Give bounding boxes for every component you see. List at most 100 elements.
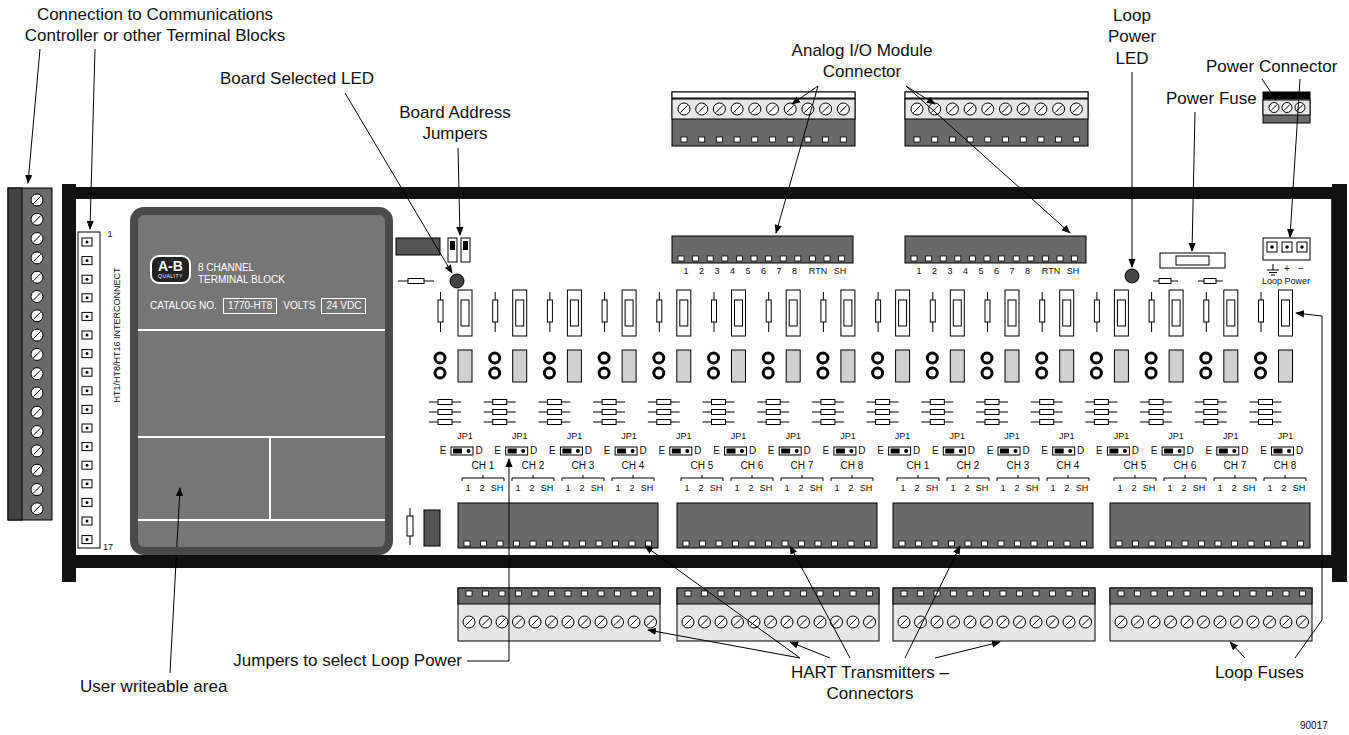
resistor-symbol [712, 300, 717, 322]
screw-slot [698, 105, 705, 112]
terminal-screw [837, 103, 849, 115]
channel-label: CH 7 [1224, 460, 1247, 472]
socket-pin [916, 541, 922, 546]
fuse-element [680, 300, 688, 326]
test-ring [873, 353, 883, 363]
fuse-element [789, 300, 797, 326]
jumper-pin [521, 449, 525, 453]
socket-pin [678, 256, 684, 261]
jumper-shunt [945, 449, 954, 454]
terminal-screw [982, 103, 994, 115]
hart-socket [458, 503, 658, 548]
analog-pin-label: 1 [683, 266, 688, 277]
screw-slot [1150, 618, 1157, 625]
terminal-pin-label: SH [926, 483, 939, 494]
interconnect-pin [82, 312, 92, 320]
socket-pin [629, 541, 635, 546]
hart-plug [893, 588, 1095, 641]
screw-slot [701, 618, 708, 625]
test-ring [763, 353, 773, 363]
resistor-symbol [1040, 410, 1054, 415]
terminal-screw [496, 616, 508, 628]
resistor-symbol [1204, 400, 1218, 405]
plug-pin [784, 591, 790, 596]
jumper-pin [740, 449, 744, 453]
plug-pin [867, 591, 873, 596]
plug-pin [1151, 591, 1157, 596]
screw-slot [33, 332, 40, 339]
pin-contact [86, 445, 89, 448]
pin-contact [86, 482, 89, 485]
test-ring [873, 368, 883, 378]
power-parts [1273, 264, 1274, 270]
analog-pin-label: 7 [776, 266, 781, 277]
jumper-position-label: D [913, 445, 920, 457]
loop-fuse [1169, 290, 1183, 336]
terminal-screw [946, 103, 958, 115]
socket-pin [481, 541, 487, 546]
pin-contact [86, 427, 89, 430]
screw-slot [1002, 105, 1009, 112]
screw-slot [33, 486, 40, 493]
callout-label: Board Address Jumpers [390, 102, 520, 145]
terminal-screw [713, 103, 725, 115]
jumper-shunt [1274, 449, 1283, 454]
leader-lines [467, 459, 509, 661]
resistor-symbol [1204, 420, 1218, 425]
channel-bracket [997, 475, 1039, 481]
screw-slot [33, 293, 40, 300]
test-ring [435, 368, 445, 378]
screw-slot [984, 105, 991, 112]
interconnect-pin [82, 331, 92, 339]
leader-lines [648, 630, 800, 658]
power-parts [1159, 279, 1171, 284]
terminal-screw [612, 616, 624, 628]
terminal-screw [784, 103, 796, 115]
screw-slot [949, 105, 956, 112]
terminal-screw [696, 103, 708, 115]
node-subtext: QUALITY [158, 274, 183, 280]
screw-slot [33, 254, 40, 261]
socket-pin [497, 541, 503, 546]
board-address-parts [461, 238, 470, 262]
screw-slot [716, 105, 723, 112]
socket-pin [1298, 541, 1304, 546]
plug-pin [1050, 591, 1056, 596]
resistor-symbol [1259, 300, 1264, 322]
resistor-symbol [493, 300, 498, 322]
loop-fuse [950, 290, 964, 336]
analog-pin-label: 4 [730, 266, 735, 277]
leader-lines [935, 642, 1000, 658]
plug-pin [932, 137, 938, 142]
resistor-symbol [657, 410, 671, 415]
plug-pin [1201, 591, 1207, 596]
jumper-shunt [836, 449, 845, 454]
fuse-element [461, 300, 469, 326]
channel-bracket [512, 475, 554, 481]
nameplate: A-BQUALITY1770-HT824 VDC8 CHANNEL TERMIN… [130, 207, 393, 555]
jumper-pin [959, 449, 963, 453]
screw-slot [33, 447, 40, 454]
test-ring [435, 353, 445, 363]
screw-slot [498, 618, 505, 625]
channel-bracket [1047, 475, 1089, 481]
jumper-designator: JP1 [676, 431, 692, 442]
screw-slot [933, 618, 940, 625]
jumper-pin [1123, 449, 1127, 453]
socket-pin [563, 541, 569, 546]
node-text: A-B [158, 259, 183, 274]
screw-slot [1073, 105, 1080, 112]
plug-pin [805, 137, 811, 142]
plug-pin [752, 137, 758, 142]
socket-pin [1042, 256, 1048, 261]
resistor-symbol [712, 410, 726, 415]
socket-pin [899, 541, 905, 546]
resistor-symbol [876, 400, 890, 405]
fuse-element [953, 300, 961, 326]
plug-pin [984, 591, 990, 596]
socket-pin [1081, 541, 1087, 546]
fuse-element [516, 300, 524, 326]
power-parts [1160, 253, 1225, 268]
plug-pin [967, 591, 973, 596]
interconnect-pin [82, 294, 92, 302]
